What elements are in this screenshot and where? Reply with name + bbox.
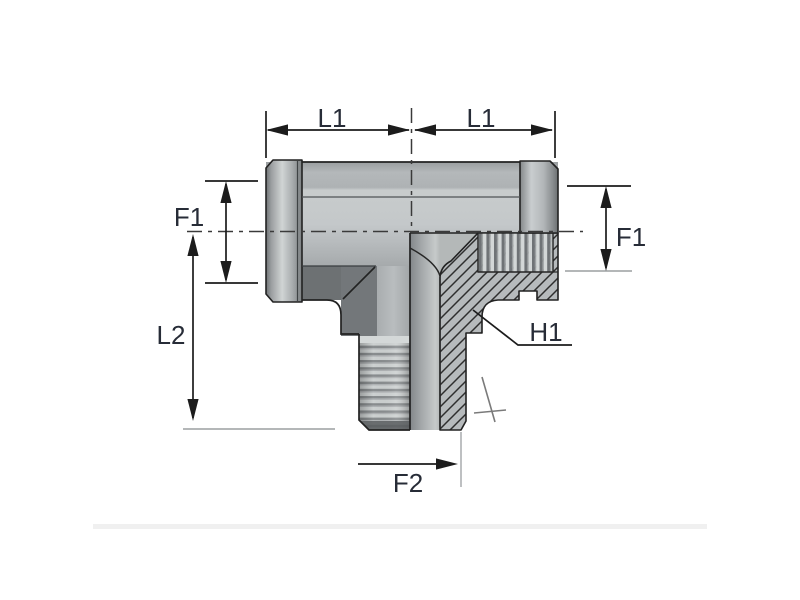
right-collar (519, 160, 559, 234)
label-f1-right: F1 (616, 222, 646, 252)
female-thread (477, 232, 554, 273)
label-l2: L2 (157, 320, 186, 350)
divider-bar (93, 524, 707, 529)
male-thread-stub (359, 336, 410, 430)
label-h1: H1 (529, 317, 562, 347)
bore-cavity (410, 233, 478, 430)
taper-symbol (473, 376, 507, 423)
arrowheads (187, 124, 612, 470)
leg-shoulder-dark (341, 266, 377, 336)
label-l1-right: L1 (467, 103, 496, 133)
reference-extension-lines (183, 270, 632, 487)
section-hatch (439, 232, 559, 431)
label-f1-left: F1 (174, 202, 204, 232)
dimension-labels: L1 L1 F1 L2 F1 H1 F2 (157, 103, 647, 498)
leg-face (377, 266, 410, 336)
label-f2: F2 (393, 468, 423, 498)
centerlines (187, 108, 583, 233)
dimension-lines (183, 111, 632, 487)
fitting-body (265, 159, 559, 431)
label-l1-left: L1 (318, 103, 347, 133)
